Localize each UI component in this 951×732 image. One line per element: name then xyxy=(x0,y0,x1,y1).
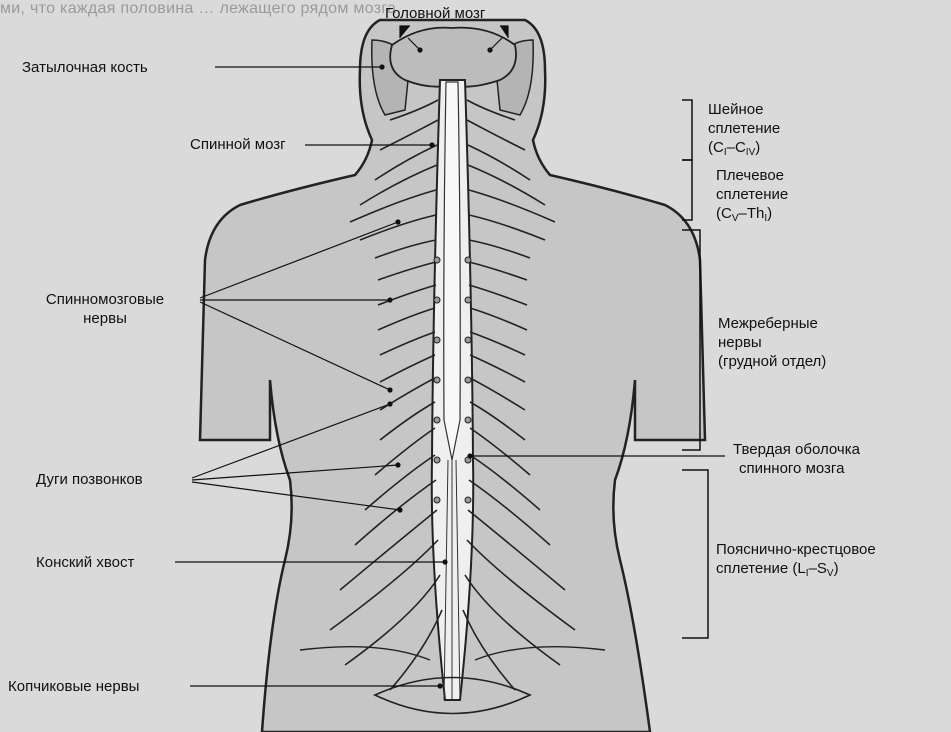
label-dura-line2: спинного мозга xyxy=(733,459,860,478)
label-coccygeal-nerves: Копчиковые нервы xyxy=(8,677,139,696)
brain-shape xyxy=(390,28,516,87)
label-brain: Головной мозг xyxy=(385,4,485,23)
label-intercostal-line1: Межреберные xyxy=(718,314,826,333)
label-cauda-equina: Конский хвост xyxy=(36,553,134,572)
label-spinal-nerves-line2: нервы xyxy=(10,309,200,328)
label-lumbosacral-line1: Пояснично-крестцовое xyxy=(716,540,876,559)
label-cervical-line3: (CI–CIV) xyxy=(708,138,780,162)
label-brachial-line2: сплетение xyxy=(716,185,788,204)
label-cervical-plexus: Шейное сплетение (CI–CIV) xyxy=(708,100,780,162)
label-brachial-line3: (CV–ThI) xyxy=(716,204,788,228)
label-dura-line1: Твердая оболочка xyxy=(733,440,860,459)
label-spinal-nerves-line1: Спинномозговые xyxy=(10,290,200,309)
label-spinal-nerves: Спинномозговые нервы xyxy=(10,290,200,328)
label-spinal-cord: Спинной мозг xyxy=(190,135,286,154)
label-brachial-line1: Плечевое xyxy=(716,166,788,185)
label-dura-mater: Твердая оболочка спинного мозга xyxy=(733,440,860,478)
label-occipital-bone: Затылочная кость xyxy=(22,58,148,77)
label-lumbosacral-line2: сплетение (LI–SV) xyxy=(716,559,876,583)
label-cervical-line1: Шейное xyxy=(708,100,780,119)
label-brachial-plexus: Плечевое сплетение (CV–ThI) xyxy=(716,166,788,228)
label-lumbosacral-plexus: Пояснично-крестцовое сплетение (LI–SV) xyxy=(716,540,876,583)
label-intercostal-nerves: Межреберные нервы (грудной отдел) xyxy=(718,314,826,371)
label-intercostal-line2: нервы xyxy=(718,333,826,352)
spinal-cord-shape xyxy=(444,82,461,460)
label-cervical-line2: сплетение xyxy=(708,119,780,138)
label-intercostal-line3: (грудной отдел) xyxy=(718,352,826,371)
label-vertebral-arches: Дуги позвонков xyxy=(36,470,143,489)
